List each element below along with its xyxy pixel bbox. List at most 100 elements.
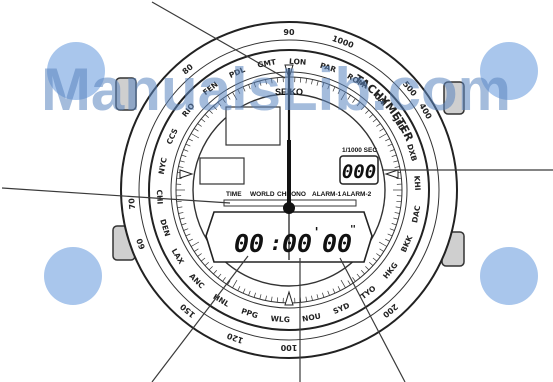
minute-tick [379, 128, 384, 132]
minute-tick [395, 206, 401, 209]
button-top-left [115, 77, 137, 111]
minute-tick [253, 292, 256, 298]
minute-tick [385, 238, 390, 242]
minute-tick [361, 105, 365, 110]
minute-tick [311, 295, 313, 301]
minute-tick [190, 241, 200, 247]
minute-tick [183, 228, 189, 231]
minute-tick [332, 288, 336, 294]
minute-tick [276, 77, 279, 83]
minute-tick [253, 82, 256, 88]
mode-alarm-2: ALARM-2 [342, 191, 372, 198]
minute-tick [190, 133, 200, 139]
minute-tick [378, 241, 388, 247]
minute-tick [194, 248, 199, 252]
minute-tick [185, 233, 191, 237]
bezel-number: 100 [280, 343, 297, 352]
minute-tick [222, 98, 226, 103]
minute-tick [204, 262, 209, 266]
minute-tick [227, 280, 231, 285]
minute-tick [179, 160, 185, 163]
mode-time: TIME [226, 191, 242, 198]
minute-tick [197, 123, 202, 127]
city-code: KHI [412, 175, 422, 191]
minute-tick [387, 233, 393, 237]
city-code: NOU [301, 311, 321, 323]
minute-tick [200, 257, 206, 262]
minute-tick [248, 84, 251, 90]
minute-tick [179, 217, 185, 220]
minute-tick [299, 77, 302, 83]
sub-display-label: 1/1000 SEC [342, 147, 377, 154]
minute-tick [352, 98, 356, 103]
city-code: GMT [257, 57, 278, 69]
minute-tick [188, 238, 193, 242]
hand-pivot [283, 202, 295, 214]
button-top-right [443, 81, 465, 115]
minute-tick [361, 270, 365, 275]
minute-tick [217, 101, 222, 107]
main-colon: : [270, 231, 282, 255]
minute-tick [316, 80, 319, 86]
minute-tick [305, 78, 308, 84]
minute-mark: ' [313, 225, 320, 239]
callout-seconds [339, 257, 406, 382]
minute-tick [194, 128, 199, 132]
minute-tick [365, 266, 370, 271]
minute-tick [337, 89, 341, 94]
minute-tick [379, 248, 384, 252]
minute-tick [185, 143, 191, 147]
minute-tick [385, 138, 390, 142]
minute-tick [176, 200, 182, 203]
mode-labels: TIME WORLD CHRONO ALARM-1 ALARM-2 [226, 191, 372, 198]
minute-tick [396, 200, 402, 203]
button-callouts [44, 42, 538, 305]
callout-hours [151, 255, 249, 382]
sub-display-digits: 000 [342, 161, 376, 183]
minute-tick [259, 80, 262, 86]
minute-tick [376, 253, 381, 257]
minute-tick [248, 290, 251, 296]
minute-tick [208, 266, 213, 271]
minute-tick [347, 95, 351, 100]
mode-alarm-1: ALARM-1 [312, 191, 342, 198]
minute-tick [365, 109, 370, 114]
watermark: ManualsLib.com [41, 56, 511, 123]
minute-tick [340, 91, 346, 101]
watch-hands [283, 68, 295, 260]
mode-world: WORLD [250, 191, 275, 198]
minute-tick [352, 277, 356, 282]
minute-tick [213, 270, 217, 275]
minute-tick [316, 294, 319, 300]
minute-tick [322, 82, 325, 88]
minute-tick [347, 280, 351, 285]
callout-circle-bottom-left [44, 247, 102, 305]
minute-tick [396, 177, 402, 180]
minute-tick [183, 149, 189, 152]
minute-tick [242, 288, 246, 294]
minute-tick [237, 89, 241, 94]
mode-chrono: CHRONO [277, 191, 306, 198]
minute-tick [372, 118, 378, 123]
minute-tick [369, 262, 374, 266]
city-code: CHI [155, 189, 165, 204]
minute-tick [389, 228, 395, 231]
minute-tick [242, 86, 246, 92]
minute-tick [177, 206, 183, 209]
minute-tick [197, 253, 202, 257]
minute-tick [393, 217, 399, 220]
callout-circle-bottom-right [480, 247, 538, 305]
minute-tick [237, 286, 241, 291]
minute-tick [305, 296, 308, 302]
second-mark: " [350, 224, 356, 235]
minute-tick [393, 160, 399, 163]
sub-display-window [339, 155, 379, 185]
minute-tick [372, 257, 378, 262]
minute-tick [208, 109, 213, 114]
callout-mode-indicator [1, 187, 231, 204]
minute-tick [232, 91, 238, 101]
minute-tick [213, 105, 217, 110]
minute-tick [369, 114, 374, 118]
minute-tick [376, 123, 381, 127]
